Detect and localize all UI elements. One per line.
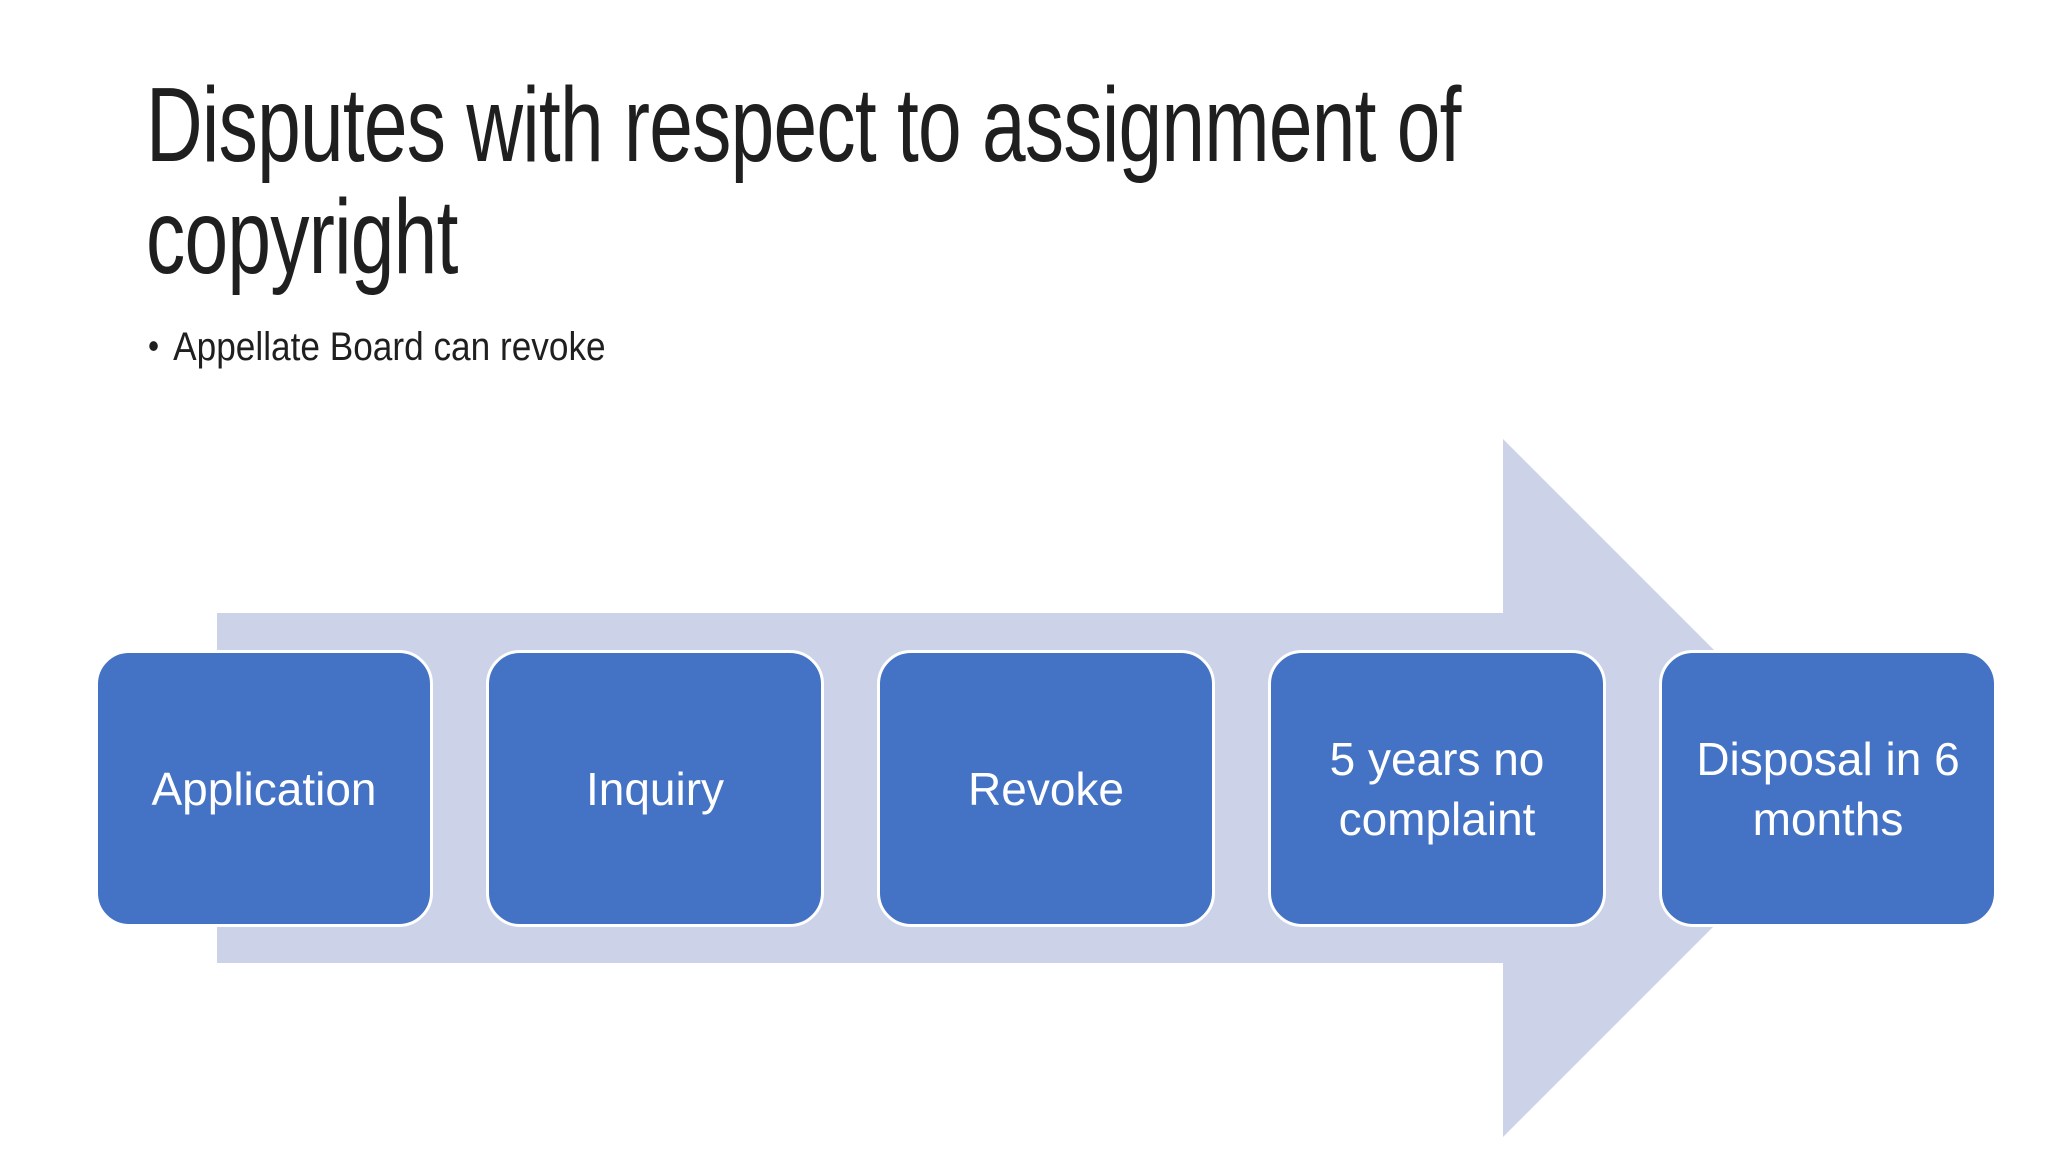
process-step-label: Revoke [968,762,1124,815]
slide-title: Disputes with respect to assignment of c… [146,69,1848,293]
process-step-label: Inquiry [585,762,725,815]
process-step-label: Disposal in 6 months [1696,732,1960,845]
process-step-box-inquiry: Inquiry [486,650,824,927]
bullet-item: • Appellate Board can revoke [148,321,606,372]
bullet-marker: • [148,325,160,366]
slide-title-line2: copyright [146,178,458,296]
process-step-box-application: Application [95,650,433,927]
process-step-label: 5 years no complaint [1329,732,1545,845]
process-step-box-5-years-no-complaint: 5 years no complaint [1268,650,1606,927]
process-step-label: Application [151,762,377,815]
slide-title-line1: Disputes with respect to assignment of [146,66,1461,184]
process-step-box-disposal-in-6-months: Disposal in 6 months [1659,650,1997,927]
bullet-text: Appellate Board can revoke [173,325,606,369]
process-step-box-revoke: Revoke [877,650,1215,927]
